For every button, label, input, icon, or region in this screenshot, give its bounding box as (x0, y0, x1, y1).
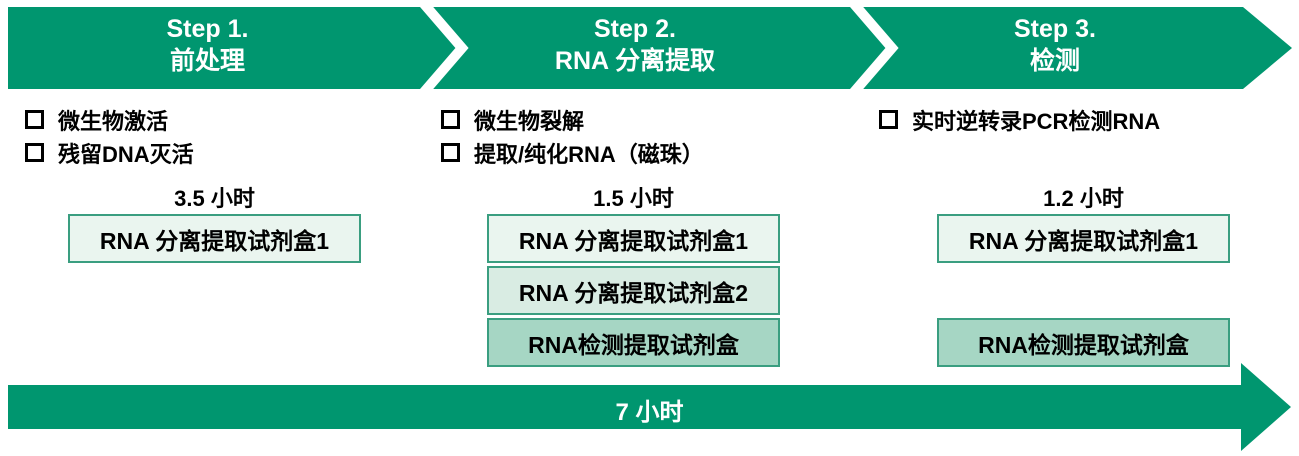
checklist-item-label: 残留DNA灭活 (58, 141, 194, 167)
step2-kit-box-3: RNA检测提取试剂盒 (487, 318, 780, 367)
step3-duration: 1.2 小时 (1043, 186, 1124, 211)
step3-title-line1: Step 3. (1014, 15, 1096, 43)
checklist-item: 微生物裂解 (441, 103, 704, 136)
step2-checklist: 微生物裂解 提取/纯化RNA（磁珠） (441, 103, 704, 169)
step1-checklist: 微生物激活 残留DNA灭活 (25, 103, 194, 169)
checkbox-bullet-icon (25, 110, 44, 129)
step1-title-line1: Step 1. (166, 15, 249, 43)
step3-checklist: 实时逆转录PCR检测RNA (879, 103, 1160, 136)
step3-title: Step 3. 检测 (845, 13, 1265, 77)
step2-kit-box-2: RNA 分离提取试剂盒2 (487, 266, 780, 315)
kit-label: RNA 分离提取试剂盒1 (99, 227, 330, 254)
total-time-arrow-shape (8, 363, 1291, 451)
step1-kit-box-1: RNA 分离提取试剂盒1 (68, 214, 361, 263)
checklist-item: 提取/纯化RNA（磁珠） (441, 136, 704, 169)
kit-label: RNA 分离提取试剂盒2 (518, 279, 749, 306)
step3-kit-box-1: RNA 分离提取试剂盒1 (937, 214, 1230, 263)
kit-label: RNA 分离提取试剂盒1 (968, 227, 1199, 254)
checklist-item-label: 实时逆转录PCR检测RNA (912, 108, 1161, 134)
checklist-item: 实时逆转录PCR检测RNA (879, 103, 1160, 136)
step1-title-line2: 前处理 (169, 47, 245, 75)
step2-title-line1: Step 2. (594, 15, 676, 43)
checkbox-bullet-icon (879, 110, 898, 129)
kit-label: RNA检测提取试剂盒 (528, 331, 739, 358)
checklist-item-label: 微生物裂解 (474, 108, 585, 134)
kit-label: RNA 分离提取试剂盒1 (518, 227, 749, 254)
checklist-item: 残留DNA灭活 (25, 136, 194, 169)
checkbox-bullet-icon (441, 110, 460, 129)
chevron-divider-1-icon (414, 0, 469, 103)
step3-kit-box-2: RNA检测提取试剂盒 (937, 318, 1230, 367)
step-banner-shape (8, 7, 1292, 89)
step3-title-line2: 检测 (1029, 47, 1080, 75)
kit-label: RNA检测提取试剂盒 (978, 331, 1189, 358)
step2-duration: 1.5 小时 (593, 186, 674, 211)
step1-title: Step 1. 前处理 (0, 13, 415, 77)
checkbox-bullet-icon (441, 143, 460, 162)
step2-kit-box-1: RNA 分离提取试剂盒1 (487, 214, 780, 263)
checklist-item-label: 微生物激活 (58, 108, 169, 134)
total-duration-label: 7 小时 (615, 399, 684, 426)
checklist-item: 微生物激活 (25, 103, 194, 136)
checkbox-bullet-icon (25, 143, 44, 162)
step2-title: Step 2. RNA 分离提取 (425, 13, 845, 77)
chevron-divider-2-icon (844, 0, 899, 103)
step2-title-line2: RNA 分离提取 (554, 47, 716, 75)
checklist-item-label: 提取/纯化RNA（磁珠） (474, 141, 704, 167)
step1-duration: 3.5 小时 (174, 186, 255, 211)
